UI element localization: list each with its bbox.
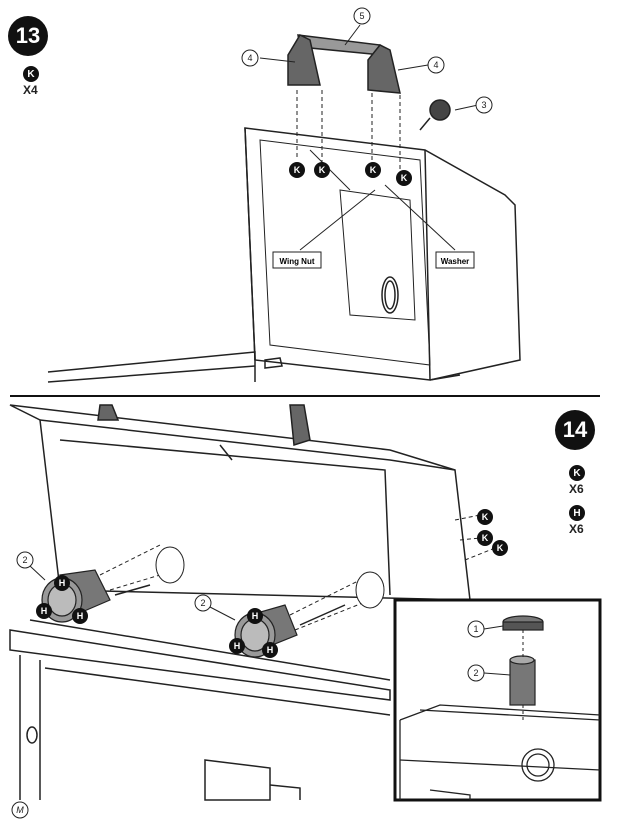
washer-label-box [435,251,475,269]
wing-nut-label-box [272,251,322,269]
svg-text:H: H [59,578,66,588]
callout-2-mid [194,594,212,612]
step-14-hardware-k-badge: K [569,465,585,481]
svg-text:K: K [294,165,301,175]
svg-text:H: H [234,641,241,651]
hardware-letter: K [573,467,581,479]
step-13-hardware-k-qty: X4 [23,83,38,97]
marker-h-6 [262,642,278,658]
callout-4-left-text: 4 [247,53,252,63]
marker-k-a [477,509,493,525]
svg-text:K: K [497,543,504,553]
marker-h-1 [54,575,70,591]
svg-text:H: H [77,611,84,621]
marker-k-b [477,530,493,546]
marker-h-2 [36,603,52,619]
step-13-hardware-k-badge: K [23,66,39,82]
svg-text:H: H [267,645,274,655]
marker-k-4 [396,170,412,186]
callout-3 [475,96,493,114]
svg-text:K: K [370,165,377,175]
svg-text:H: H [252,611,259,621]
callout-2-left [16,551,34,569]
marker-k-1 [289,162,305,178]
callout-4-left [241,49,259,67]
step-14-hardware-h-badge: H [569,505,585,521]
step-13-badge: 13 [8,16,48,56]
callout-3-text: 3 [481,100,486,110]
step-14-hardware-h-qty: X6 [569,522,584,536]
brand-logo-icon [11,801,29,819]
svg-text:1: 1 [473,624,478,634]
marker-h-5 [229,638,245,654]
svg-text:K: K [401,173,408,183]
marker-k-2 [314,162,330,178]
step-14-badge: 14 [555,410,595,450]
step-13-illustration: 5 4 4 3 K K K K Wing Nut Washer [47,7,521,383]
hardware-letter: K [27,68,35,80]
callout-4-right-text: 4 [433,60,438,70]
svg-text:K: K [482,533,489,543]
marker-k-c [492,540,508,556]
step-divider [10,395,600,397]
svg-text:2: 2 [200,598,205,608]
hardware-letter: H [573,507,581,519]
svg-text:2: 2 [22,555,27,565]
brand-logo-letter: M [16,805,24,815]
step-14-hardware-k-qty: X6 [569,482,584,496]
inset-detail-box [393,598,602,802]
wing-nut-label: Wing Nut [279,257,314,266]
marker-h-4 [247,608,263,624]
washer-label: Washer [441,257,470,266]
marker-k-3 [365,162,381,178]
callout-5-text: 5 [359,11,364,21]
svg-text:K: K [482,512,489,522]
marker-h-3 [72,608,88,624]
svg-text:K: K [319,165,326,175]
svg-text:H: H [41,606,48,616]
svg-text:2: 2 [473,668,478,678]
callout-5 [353,7,371,25]
step-14-number: 14 [562,417,588,442]
callout-4-right [427,56,445,74]
step-13-number: 13 [15,23,41,48]
